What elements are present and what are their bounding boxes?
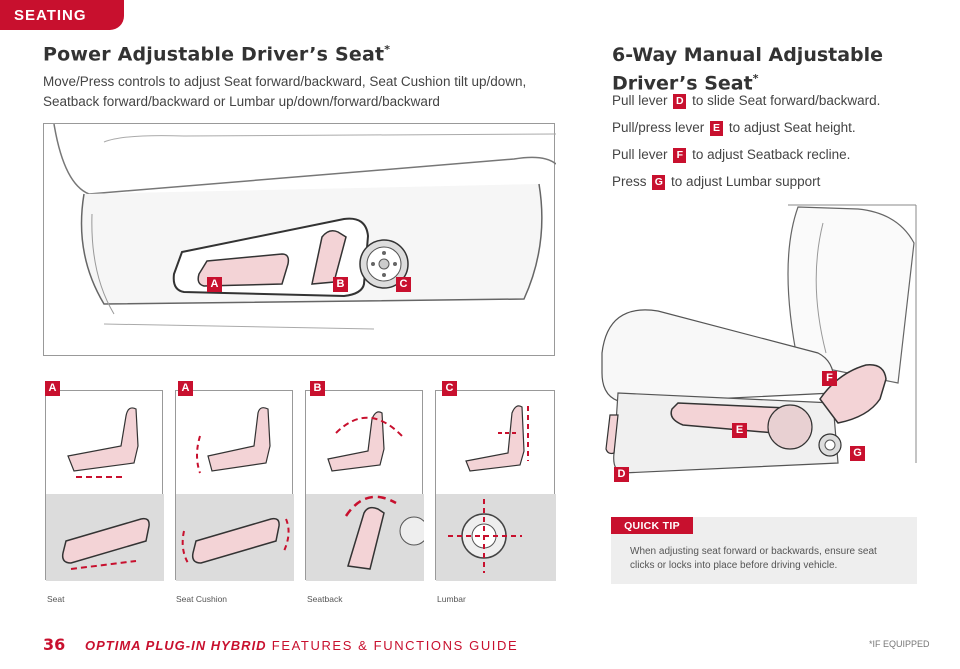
manual-seat-title: 6-Way Manual Adjustable Driver’s Seat*	[612, 44, 884, 95]
section-tab: SEATING	[0, 0, 124, 30]
panel-seatback	[305, 390, 424, 581]
callout-g: G	[850, 446, 865, 461]
panel-seat	[45, 390, 164, 581]
footer-note: *IF EQUIPPED	[869, 639, 930, 649]
callout-f: F	[822, 371, 837, 386]
power-seat-description: Move/Press controls to adjust Seat forwa…	[43, 74, 527, 109]
panel-badge-c: C	[442, 381, 457, 396]
manual-seat-illustration: D E F G	[598, 203, 918, 493]
panel-badge-b: B	[310, 381, 325, 396]
panel-badge-a-seat: A	[45, 381, 60, 396]
callout-b: B	[333, 277, 348, 292]
caption-lumbar: Lumbar	[437, 594, 466, 604]
callout-a: A	[207, 277, 222, 292]
callout-c: C	[396, 277, 411, 292]
panel-badge-a-cushion: A	[178, 381, 193, 396]
power-seat-title: Power Adjustable Driver’s Seat*	[43, 43, 391, 66]
manual-seat-steps: Pull lever D to slide Seat forward/backw…	[612, 92, 932, 200]
caption-seat: Seat	[47, 594, 65, 604]
step-f: Pull lever F to adjust Seatback recline.	[612, 147, 851, 163]
quick-tip-box: QUICK TIP When adjusting seat forward or…	[611, 517, 917, 584]
caption-seatback: Seatback	[307, 594, 343, 604]
quick-tip-label: QUICK TIP	[611, 517, 693, 534]
step-g: Press G to adjust Lumbar support	[612, 174, 821, 190]
step-d: Pull lever D to slide Seat forward/backw…	[612, 93, 881, 109]
callout-d: D	[614, 467, 629, 482]
footer-title: OPTIMA PLUG-IN HYBRID FEATURES & FUNCTIO…	[85, 638, 519, 653]
power-seat-illustration: A B C	[43, 123, 556, 356]
caption-seat-cushion: Seat Cushion	[176, 594, 228, 604]
quick-tip-text: When adjusting seat forward or backwards…	[630, 546, 877, 571]
step-e: Pull/press lever E to adjust Seat height…	[612, 120, 856, 136]
panel-lumbar	[435, 390, 556, 581]
panel-seat-cushion	[175, 390, 294, 581]
page-number: 36	[43, 635, 66, 654]
callout-e: E	[732, 423, 747, 438]
